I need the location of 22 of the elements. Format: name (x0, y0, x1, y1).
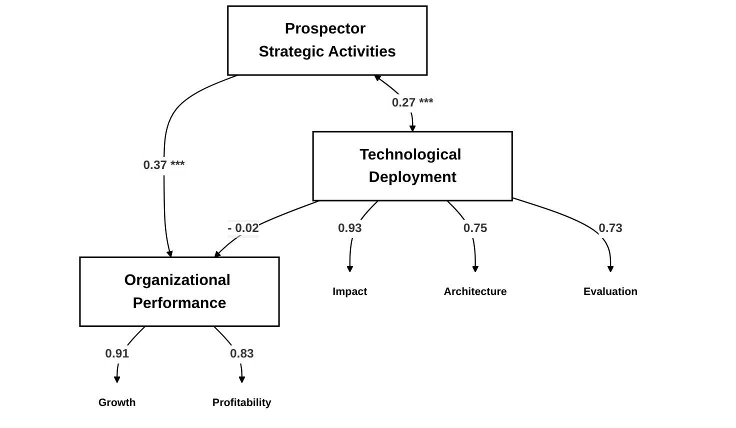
arrow (214, 200, 320, 258)
node-box: Technological Deployment (312, 130, 513, 202)
node-box: Prospector Strategic Activities (227, 5, 428, 76)
edge-label: 0.75 (463, 222, 488, 236)
edge-label: - 0.02 (228, 222, 259, 236)
edge-label: 0.83 (230, 348, 254, 361)
arrow (213, 326, 246, 384)
edge-label: 0.91 (105, 348, 130, 361)
node-text: Impact (332, 285, 368, 298)
node-text: Growth (98, 396, 136, 408)
edge-label: 0.37 *** (143, 159, 185, 172)
arrow (446, 200, 479, 272)
node-text: Profitability (212, 396, 272, 408)
node-text: Architecture (444, 285, 507, 298)
edge-label: 0.27 *** (392, 96, 434, 110)
arrow (163, 74, 238, 258)
node-box: Organizational Performance (79, 256, 280, 327)
arrow (346, 200, 379, 272)
node-text: Evaluation (583, 285, 638, 298)
edge-label: 0.93 (338, 222, 362, 236)
edge-label: 0.73 (598, 222, 622, 236)
arrow (512, 197, 614, 272)
